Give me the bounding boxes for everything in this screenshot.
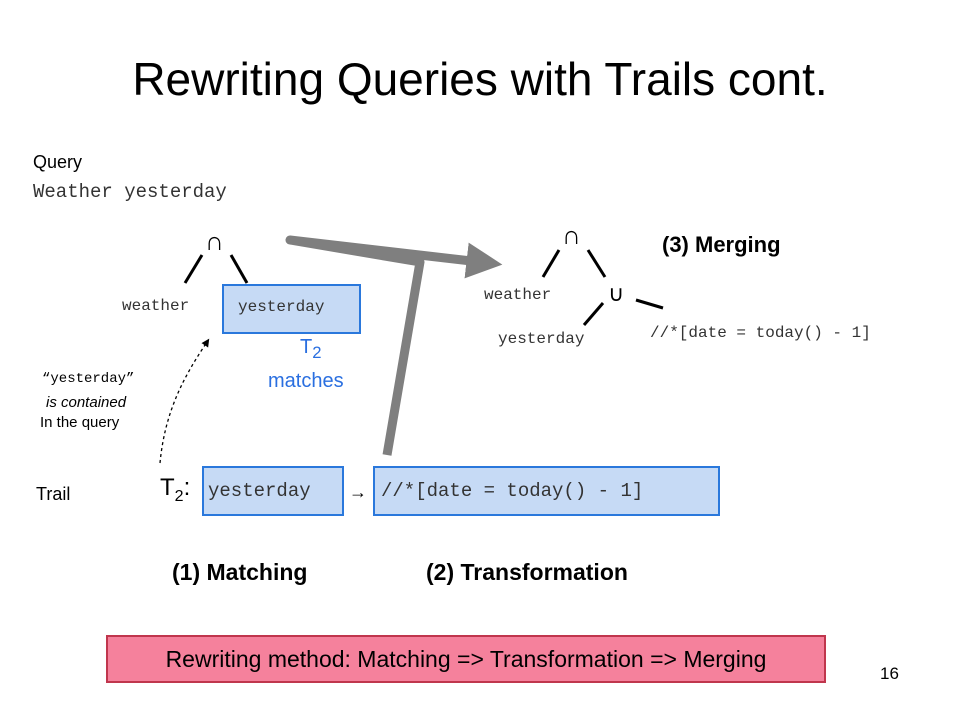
rewriting-method-banner: Rewriting method: Matching => Transforma… xyxy=(106,635,826,683)
trail-lhs-box: yesterday xyxy=(202,466,344,516)
union-edge-right xyxy=(635,298,664,310)
left-tree-yesterday-box: yesterday xyxy=(222,284,361,334)
right-tree-yesterday-leaf: yesterday xyxy=(498,330,585,348)
query-label: Query xyxy=(33,152,83,172)
match-note-text: matches xyxy=(268,370,344,392)
right-tree-union-op: ∪ xyxy=(608,281,625,306)
left-tree-intersection-op: ∩ xyxy=(205,226,224,256)
matching-label: (1) Matching xyxy=(172,559,308,585)
match-note-symbol: T2 xyxy=(300,336,322,362)
contained-note-line3: In the query xyxy=(40,414,120,431)
right-tree-intersection-op: ∩ xyxy=(562,220,581,250)
right-tree-edge-right xyxy=(586,249,607,278)
rewriting-method-text: Rewriting method: Matching => Transforma… xyxy=(165,645,767,672)
trail-label: Trail xyxy=(36,484,71,504)
contained-arrow xyxy=(159,338,210,464)
union-edge-left xyxy=(582,302,605,326)
trail-name: T2: xyxy=(160,474,191,505)
contained-note-line2: is contained xyxy=(46,394,127,411)
merging-label: (3) Merging xyxy=(662,232,781,257)
page-number: 16 xyxy=(880,664,899,683)
left-tree-edge-left xyxy=(183,254,204,284)
slide-title: Rewriting Queries with Trails cont. xyxy=(132,53,828,105)
contained-note-word: “yesterday” xyxy=(42,371,135,387)
right-tree-xpath-leaf: //*[date = today() - 1] xyxy=(650,324,871,342)
trail-rhs-box: //*[date = today() - 1] xyxy=(373,466,720,516)
left-tree-weather-leaf: weather xyxy=(122,297,190,315)
transformation-arrow xyxy=(285,235,503,456)
right-tree-weather-leaf: weather xyxy=(484,286,552,304)
left-tree-edge-right xyxy=(229,254,249,284)
trail-arrow: → xyxy=(349,482,367,502)
right-tree-edge-left xyxy=(541,249,561,278)
transformation-label: (2) Transformation xyxy=(426,559,628,585)
query-text: Weather yesterday xyxy=(33,181,227,203)
